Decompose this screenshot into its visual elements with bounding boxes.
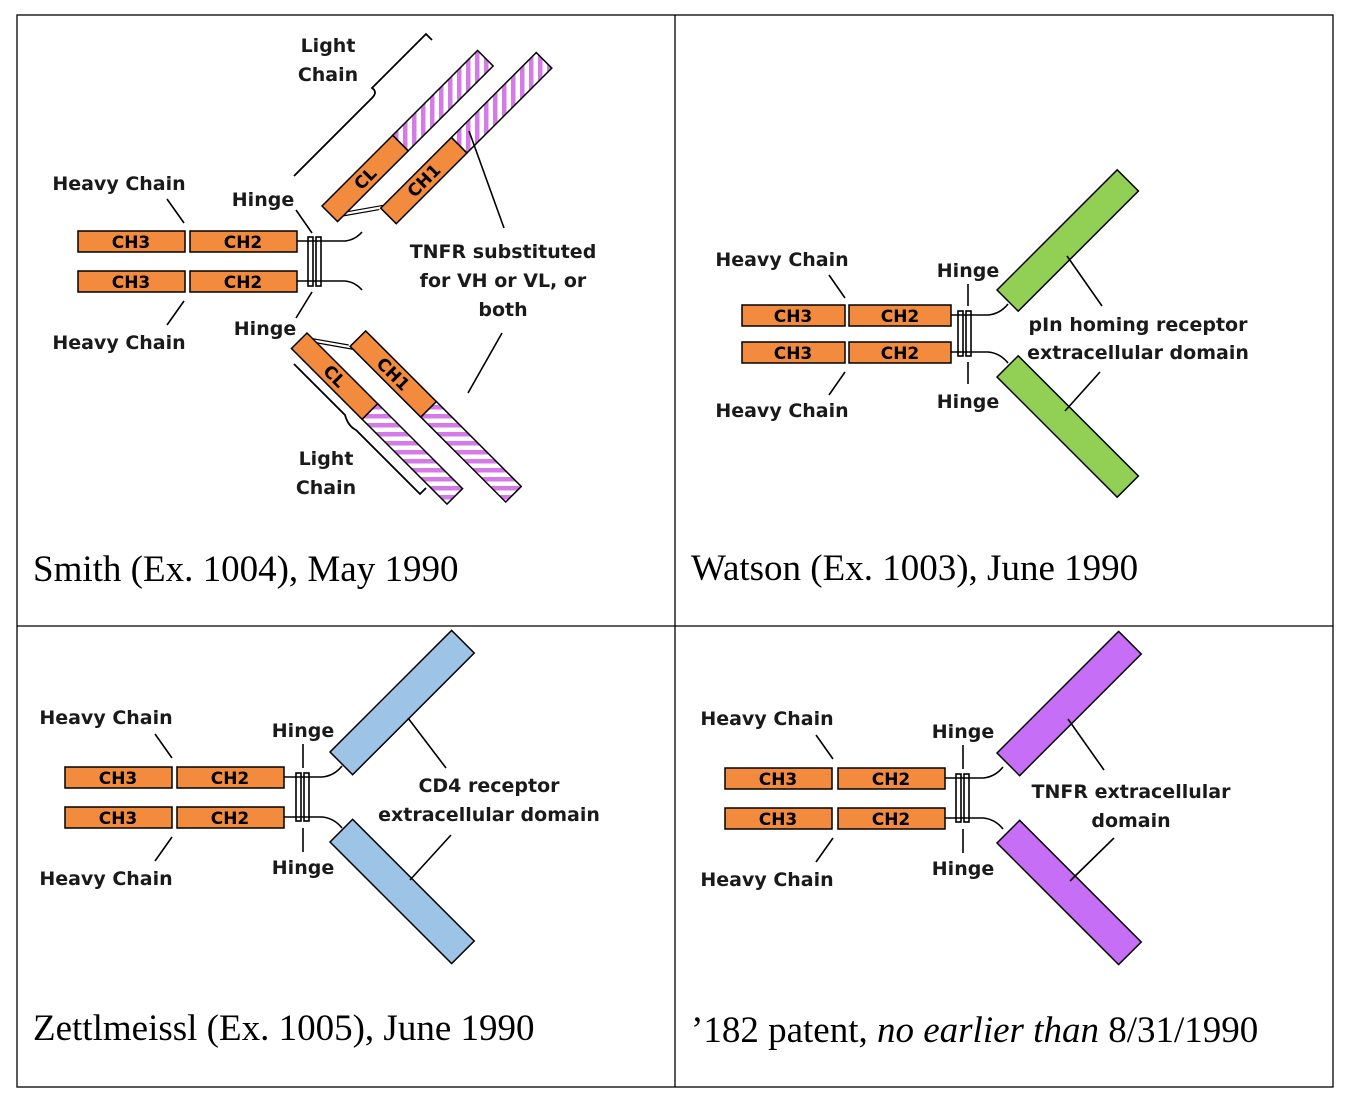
panel-watson: CH3 CH2 CH3 CH2 Heavy Chain Heavy Chain … — [691, 168, 1249, 589]
hinge-label: Hinge — [232, 189, 294, 211]
heavy-chain-label: Heavy Chain — [700, 708, 833, 730]
heavy-chain-top — [77, 230, 298, 253]
heavy-chain-top — [741, 304, 952, 327]
hinge-label: Hinge — [932, 721, 994, 743]
pln-receptor-domain — [995, 354, 1140, 499]
heavy-chain-label: Heavy Chain — [715, 400, 848, 422]
heavy-chain-bottom — [741, 341, 952, 364]
heavy-chain-label: Heavy Chain — [52, 173, 185, 195]
tnfr-domain — [995, 630, 1143, 777]
hinge-label: Hinge — [272, 857, 334, 879]
light-variable-domain — [361, 402, 464, 506]
ch2-label: CH2 — [224, 273, 263, 293]
ch2-label: CH2 — [872, 810, 911, 830]
hinge-region — [284, 765, 343, 829]
ch3-label: CH3 — [759, 770, 798, 790]
hinge-region — [951, 303, 1009, 364]
hinge-label: Hinge — [932, 858, 994, 880]
ch2-label: CH2 — [881, 344, 920, 364]
light-chain-label: Chain — [296, 477, 356, 499]
light-variable-domain — [391, 49, 495, 152]
heavy-chain-label: Heavy Chain — [52, 332, 185, 354]
caption-patent: ’182 patent, no earlier than 8/31/1990 — [691, 1010, 1258, 1051]
pln-receptor-domain — [995, 168, 1140, 313]
caption-zettlmeissl: Zettlmeissl (Ex. 1005), June 1990 — [33, 1008, 535, 1049]
panel-zettlmeissl: CH3 CH2 CH3 CH2 Heavy Chain Heavy Chain … — [33, 629, 600, 1049]
heavy-chain-label: Heavy Chain — [700, 869, 833, 891]
ch2-label: CH2 — [872, 770, 911, 790]
hinge-label: Hinge — [937, 260, 999, 282]
pln-callout: pIn homing receptor — [1029, 314, 1249, 336]
heavy-chain-label: Heavy Chain — [715, 249, 848, 271]
light-chain-label: Light — [301, 35, 356, 57]
ch2-label: CH2 — [881, 307, 920, 327]
ch3-label: CH3 — [774, 307, 813, 327]
caption-smith: Smith (Ex. 1004), May 1990 — [33, 549, 458, 590]
upper-fab: CL CH1 — [320, 49, 553, 225]
heavy-chain-bottom — [77, 270, 298, 293]
cd4-receptor-domain — [328, 629, 476, 776]
heavy-chain-label: Heavy Chain — [39, 707, 172, 729]
tnfr-domain — [995, 819, 1143, 966]
pln-callout: extracellular domain — [1027, 342, 1249, 364]
caption-watson: Watson (Ex. 1003), June 1990 — [691, 548, 1138, 589]
hinge-label: Hinge — [272, 720, 334, 742]
caption-patent-italic: no earlier than — [877, 1010, 1099, 1051]
hinge-region — [297, 231, 363, 291]
cd4-receptor-domain — [328, 818, 476, 965]
ch2-label: CH2 — [224, 233, 263, 253]
light-chain-brace-top — [293, 32, 433, 177]
ch2-label: CH2 — [211, 809, 250, 829]
caption-patent-prefix: ’182 patent, — [691, 1010, 877, 1051]
hinge-label: Hinge — [937, 391, 999, 413]
tnfr-callout: TNFR substituted — [410, 241, 597, 263]
ch3-label: CH3 — [112, 273, 151, 293]
heavy-chain-bottom — [724, 807, 946, 830]
light-chain-label: Chain — [298, 64, 358, 86]
cd4-callout: extracellular domain — [378, 804, 600, 826]
heavy-variable-domain — [419, 400, 523, 504]
ch2-label: CH2 — [211, 769, 250, 789]
heavy-chain-top — [64, 766, 285, 789]
table-grid — [16, 14, 1334, 1088]
panel-smith: CH3 CH2 CH3 CH2 CL CH1 — [33, 32, 597, 590]
heavy-chain-bottom — [64, 806, 285, 829]
hinge-label: Hinge — [234, 318, 296, 340]
tnfr-callout: TNFR extracellular — [1032, 781, 1232, 803]
hinge-region — [945, 766, 1004, 830]
ch3-label: CH3 — [99, 809, 138, 829]
heavy-chain-top — [724, 767, 946, 790]
ch3-label: CH3 — [112, 233, 151, 253]
tnfr-callout: domain — [1091, 810, 1170, 832]
cd4-callout: CD4 receptor — [418, 775, 560, 797]
panel-patent: CH3 CH2 CH3 CH2 Heavy Chain Heavy Chain … — [691, 630, 1258, 1051]
tnfr-callout: both — [478, 299, 527, 321]
ch3-label: CH3 — [99, 769, 138, 789]
heavy-chain-label: Heavy Chain — [39, 868, 172, 890]
heavy-variable-domain — [450, 51, 553, 155]
ch3-label: CH3 — [774, 344, 813, 364]
ch3-label: CH3 — [759, 810, 798, 830]
caption-patent-suffix: 8/31/1990 — [1099, 1010, 1258, 1051]
light-chain-label: Light — [299, 448, 354, 470]
tnfr-callout: for VH or VL, or — [420, 270, 587, 292]
light-chain-brace-bottom — [293, 363, 427, 496]
